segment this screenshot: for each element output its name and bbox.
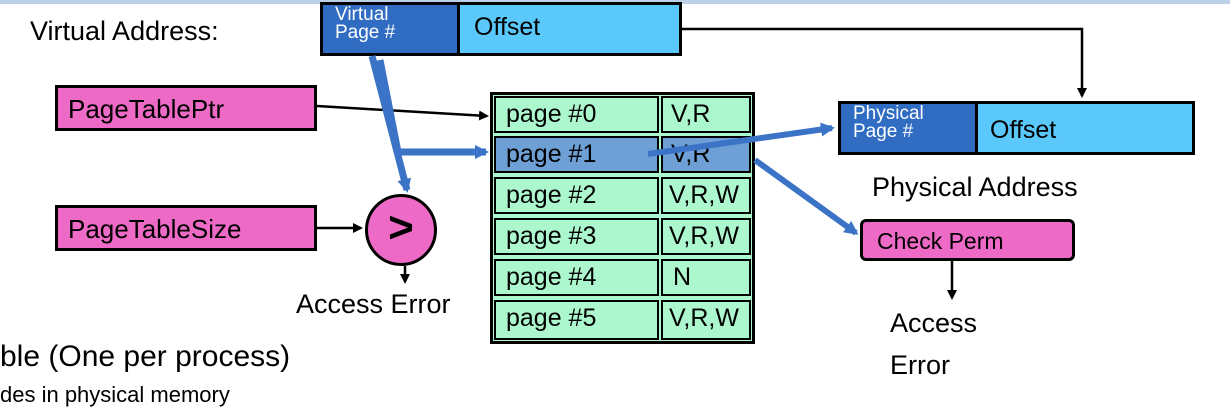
bullet-line-2: des in physical memory bbox=[0, 382, 230, 407]
physical-address-caption: Physical Address bbox=[872, 172, 1078, 202]
virtual-address-label: Virtual Address: bbox=[30, 16, 219, 46]
virtual-offset-field: Offset bbox=[457, 2, 682, 56]
page-table-page-3: page #3 bbox=[494, 218, 659, 255]
page-table-ptr-box: PageTablePtr bbox=[55, 85, 317, 131]
perm-to-check-arrow bbox=[753, 157, 859, 236]
ppn-label-line1: Physical bbox=[853, 103, 924, 124]
page-table-page-0: page #0 bbox=[494, 96, 659, 133]
comparator-circle: > bbox=[365, 194, 437, 266]
entry-to-physical-arrow bbox=[647, 122, 835, 157]
page-table-perm-4: N bbox=[661, 259, 751, 296]
access-error-right-line2: Error bbox=[890, 350, 950, 380]
virtual-page-number-field: Virtual Page # bbox=[320, 2, 460, 56]
ppn-label-line2: Page # bbox=[853, 121, 914, 142]
vpn-label-line1: Virtual bbox=[335, 4, 389, 25]
page-table-page-5: page #5 bbox=[494, 300, 659, 340]
page-table-size-box: PageTableSize bbox=[55, 205, 317, 251]
access-error-right-line1: Access bbox=[890, 308, 978, 338]
page-table-page-2: page #2 bbox=[494, 177, 659, 214]
offset-copy-arrow bbox=[682, 27, 1087, 98]
check-perm-box: Check Perm bbox=[860, 219, 1075, 261]
bullet-line-1: ble (One per process) bbox=[0, 340, 291, 373]
page-table-ptr-arrow bbox=[316, 104, 489, 121]
page-table-perm-3: V,R,W bbox=[661, 218, 751, 255]
page-table-page-4: page #4 bbox=[494, 259, 659, 296]
physical-offset-field: Offset bbox=[975, 101, 1195, 155]
vpn-to-page-table-arrow bbox=[376, 59, 489, 159]
page-table-perm-0: V,R bbox=[661, 96, 751, 133]
page-table-perm-2: V,R,W bbox=[661, 177, 751, 214]
access-error-left: Access Error bbox=[296, 289, 451, 319]
page-table-page-1: page #1 bbox=[494, 136, 659, 173]
page-table-perm-5: V,R,W bbox=[661, 300, 751, 340]
vpn-label-line2: Page # bbox=[335, 22, 396, 43]
